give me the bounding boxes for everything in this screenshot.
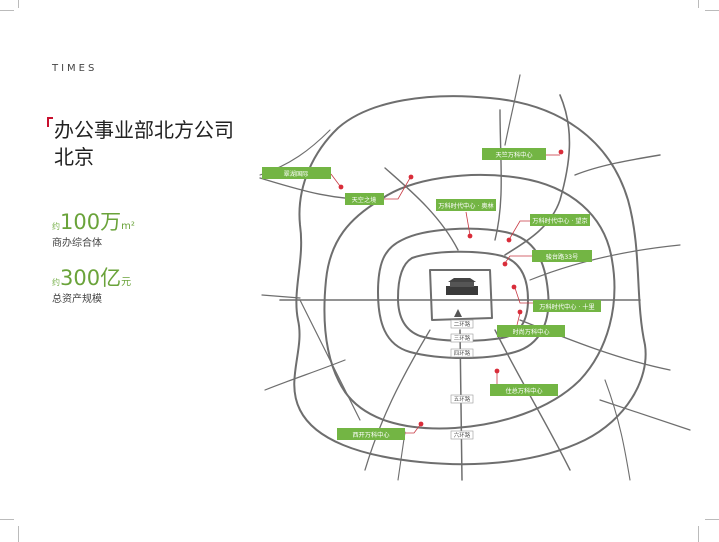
stat-unit: 元 bbox=[121, 277, 132, 288]
leader-line bbox=[514, 287, 533, 304]
title-accent bbox=[47, 117, 53, 127]
map-label: 三环路 bbox=[454, 334, 471, 342]
highway bbox=[261, 294, 301, 299]
leader-line bbox=[509, 220, 530, 239]
ring-label-4: 四环路 bbox=[450, 348, 474, 358]
map-label: 四环路 bbox=[454, 349, 471, 357]
map-label: 二环路 bbox=[454, 320, 471, 328]
title-line-1: 办公事业部北方公司 bbox=[54, 118, 234, 142]
highway bbox=[504, 94, 571, 256]
stat-desc: 商办综合体 bbox=[52, 238, 102, 249]
map-label: 时尚万科中心 bbox=[512, 328, 549, 336]
title-line-2: 北京 bbox=[54, 145, 94, 169]
ring-road-5 bbox=[323, 173, 616, 430]
stat-prefix: 约 bbox=[52, 278, 60, 287]
project-pin bbox=[558, 149, 564, 155]
stat-assets: 约300亿元 总资产规模 bbox=[52, 262, 131, 305]
highway bbox=[264, 359, 346, 391]
project-pin bbox=[467, 233, 473, 239]
leader-line bbox=[384, 177, 411, 200]
crop-mark bbox=[698, 0, 699, 8]
project-pin bbox=[418, 421, 424, 427]
map-label: 翠湖国际 bbox=[284, 170, 309, 178]
map-label: 住总万科中心 bbox=[505, 387, 542, 395]
highway bbox=[504, 74, 521, 146]
leader-line bbox=[330, 173, 341, 187]
project-pin bbox=[511, 284, 517, 290]
ring-label-2: 二环路 bbox=[450, 319, 474, 329]
map-label: 骏台路33号 bbox=[546, 253, 579, 261]
map-label: 万科时代中心 · 十里 bbox=[539, 303, 594, 311]
landmark-pin-icon bbox=[454, 309, 462, 317]
project-pin bbox=[502, 261, 508, 267]
project-pin bbox=[408, 174, 414, 180]
leader-line bbox=[504, 255, 532, 264]
highway bbox=[384, 167, 459, 251]
stat-desc: 总资产规模 bbox=[52, 294, 102, 305]
crop-mark bbox=[0, 10, 14, 11]
highway bbox=[364, 329, 431, 471]
project-pin bbox=[338, 184, 344, 190]
stat-number: 300亿 bbox=[60, 266, 122, 290]
ring-road-6 bbox=[293, 95, 647, 466]
project-tag: 翠湖国际 bbox=[262, 167, 331, 179]
map-label: 西开万科中心 bbox=[352, 431, 389, 439]
stat-area: 约100万m² 商办综合体 bbox=[52, 206, 135, 249]
highway bbox=[599, 399, 691, 431]
map-label: 六环路 bbox=[454, 431, 471, 439]
project-tag: 天竺万科中心 bbox=[482, 148, 546, 160]
project-tag: 西开万科中心 bbox=[337, 428, 405, 440]
crop-mark bbox=[698, 526, 699, 542]
project-pin bbox=[517, 309, 523, 315]
ring-label-5: 五环路 bbox=[450, 394, 474, 404]
highway bbox=[604, 379, 631, 481]
ring-road-3 bbox=[397, 250, 529, 342]
leader-line bbox=[516, 312, 521, 326]
ring-label-3: 三环路 bbox=[450, 333, 474, 343]
crop-mark bbox=[705, 10, 719, 11]
map-label: 天空之境 bbox=[352, 196, 377, 204]
highway bbox=[299, 299, 361, 421]
project-tag: 万科时代中心 · 望京 bbox=[530, 214, 590, 226]
crop-mark bbox=[18, 0, 19, 8]
highway bbox=[574, 154, 661, 176]
project-tag: 骏台路33号 bbox=[532, 250, 592, 262]
ring-road-4 bbox=[377, 227, 550, 359]
highway bbox=[494, 329, 571, 471]
project-tag: 时尚万科中心 bbox=[497, 325, 565, 337]
stat-number: 100万 bbox=[60, 210, 122, 234]
crop-mark bbox=[705, 519, 719, 520]
project-pin bbox=[494, 368, 500, 374]
map-label: 万科时代中心 · 奥林 bbox=[438, 202, 493, 210]
project-tag: 天空之境 bbox=[345, 193, 384, 205]
crop-mark bbox=[18, 526, 19, 542]
map-label: 五环路 bbox=[454, 395, 471, 403]
highway bbox=[529, 244, 681, 281]
map-label: 天竺万科中心 bbox=[495, 151, 532, 159]
highway bbox=[494, 109, 502, 241]
page-title: 办公事业部北方公司 北京 bbox=[54, 117, 234, 171]
project-tag: 万科时代中心 · 奥林 bbox=[436, 199, 496, 211]
tiananmen-icon bbox=[446, 278, 478, 295]
project-tag: 住总万科中心 bbox=[490, 384, 558, 396]
map-label: 万科时代中心 · 望京 bbox=[532, 217, 587, 225]
leader-line bbox=[465, 211, 471, 236]
brand-logo: TIMES bbox=[52, 63, 98, 74]
stat-prefix: 约 bbox=[52, 222, 60, 231]
crop-mark bbox=[0, 519, 14, 520]
ring-road-2 bbox=[429, 269, 493, 321]
project-tag: 万科时代中心 · 十里 bbox=[533, 300, 601, 312]
ring-label-6: 六环路 bbox=[450, 430, 474, 440]
stat-unit: m² bbox=[121, 221, 135, 232]
project-pin bbox=[506, 237, 512, 243]
